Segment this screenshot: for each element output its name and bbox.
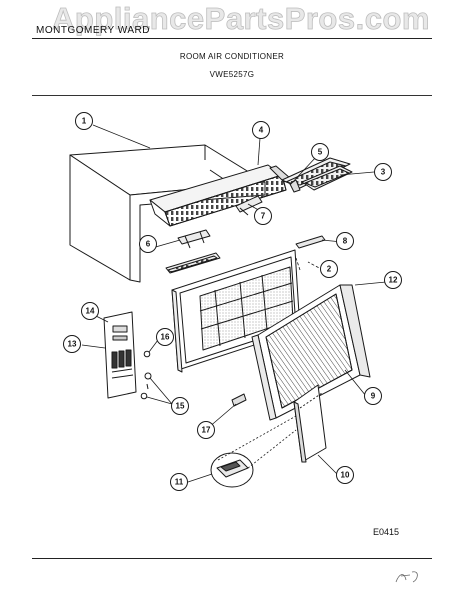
title-rule [32, 95, 432, 96]
document-title: ROOM AIR CONDITIONER [179, 52, 285, 61]
callout-5: 5 [318, 148, 323, 157]
callout-circles [63, 112, 402, 491]
watermark: AppliancePartsPros.com [52, 1, 430, 37]
callout-17: 17 [202, 426, 211, 435]
callout-3: 3 [381, 168, 386, 177]
model-number: VWE5257G [209, 70, 255, 79]
callout-9: 9 [371, 392, 376, 401]
leader-lines [81, 124, 387, 483]
control-panel-part [103, 311, 137, 399]
knob-parts [140, 350, 152, 400]
clip-inset-part [210, 452, 254, 488]
callout-7: 7 [261, 212, 266, 221]
header-rule [32, 38, 432, 39]
callout-2: 2 [327, 265, 332, 274]
callout-13: 13 [68, 340, 77, 349]
diagram-code: E0415 [373, 527, 400, 537]
bracket-part [177, 229, 211, 249]
clip-part [231, 393, 247, 407]
trim-strip-part [295, 235, 326, 249]
handwritten-mark [395, 571, 418, 583]
callout-4: 4 [259, 126, 264, 135]
vent-strip-part [281, 157, 351, 193]
callout-1: 1 [82, 117, 87, 126]
callout-11: 11 [175, 478, 184, 487]
callout-6: 6 [146, 240, 151, 249]
callout-10: 10 [341, 471, 350, 480]
callout-8: 8 [343, 237, 348, 246]
link-bracket-part [235, 195, 263, 216]
panel-rail-part [165, 252, 221, 274]
intake-grille-part [251, 284, 371, 421]
callout-12: 12 [389, 276, 398, 285]
filter-panel-part [293, 384, 327, 463]
callout-16: 16 [161, 333, 170, 342]
end-cap-part [301, 165, 353, 191]
callout-14: 14 [86, 307, 95, 316]
callout-15: 15 [176, 402, 185, 411]
footer-rule [32, 558, 432, 559]
header-brand: MONTGOMERY WARD [36, 25, 150, 36]
